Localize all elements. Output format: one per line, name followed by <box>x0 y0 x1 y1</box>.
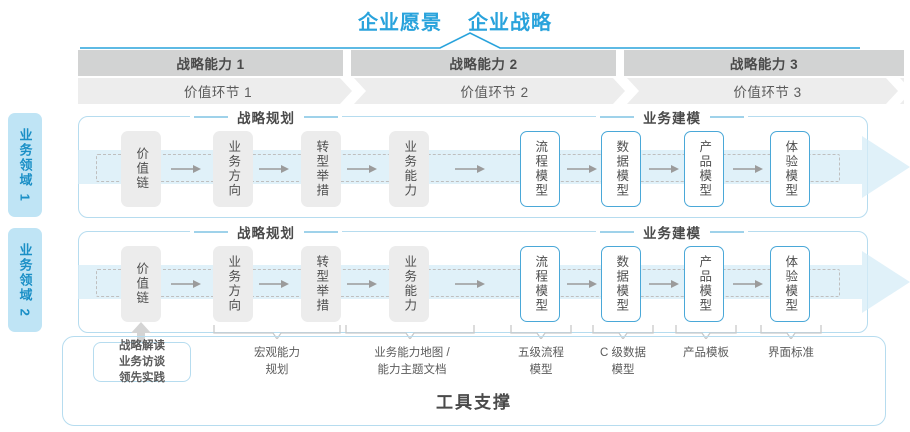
title-enterprise-vision: 企业愿景 <box>358 12 442 34</box>
sidebar-item-domain-1[interactable]: 业务领域 1 <box>8 113 42 217</box>
node-product-model-r2[interactable]: 产品模型 <box>684 246 724 322</box>
section-label: 业务建模 <box>643 226 701 241</box>
node-transform-measures-r2[interactable]: 转型举措 <box>301 246 341 322</box>
node-data-model-r2[interactable]: 数据模型 <box>601 246 641 322</box>
value-chain-bar: 价值环节 1 价值环节 2 价值环节 3 <box>78 78 910 104</box>
bracket-macro-capability <box>213 325 341 339</box>
section-label: 战略规划 <box>237 111 295 126</box>
tool-label-line-1: 五级流程 <box>518 347 564 359</box>
divider-line-right <box>304 116 338 118</box>
arrow-icon-r1-4 <box>455 165 485 173</box>
tool-label-line-2: 规划 <box>265 363 289 376</box>
tool-label-product-template: 产品模板 <box>665 345 747 362</box>
tool-line-3: 领先实践 <box>119 372 165 385</box>
sidebar-item-domain-2[interactable]: 业务领域 2 <box>8 228 42 332</box>
tool-line-1: 战略解读 <box>119 339 165 352</box>
strategic-capability-bar: 战略能力 1 战略能力 2 战略能力 3 <box>78 50 904 76</box>
node-value-chain-r1[interactable]: 价值链 <box>121 131 161 207</box>
node-process-model-r1[interactable]: 流程模型 <box>520 131 560 207</box>
value-chain-chevron-2 <box>613 78 639 104</box>
node-value-chain-r2[interactable]: 价值链 <box>121 246 161 322</box>
footer-title-tool-support: 工具支撑 <box>436 393 512 412</box>
arrow-icon-r2-5 <box>567 280 597 288</box>
arrow-icon-r1-6 <box>649 165 679 173</box>
node-process-model-r2[interactable]: 流程模型 <box>520 246 560 322</box>
up-arrow-icon-strategy-input <box>131 322 151 344</box>
section-label: 战略规划 <box>237 226 295 241</box>
divider-line-left <box>600 231 634 233</box>
tool-label-line-1: 界面标准 <box>768 347 814 359</box>
node-business-direction-r2[interactable]: 业务方向 <box>213 246 253 322</box>
tool-label-line-2: 模型 <box>529 363 553 376</box>
node-business-capability-r2[interactable]: 业务能力 <box>389 246 429 322</box>
divider-line-left <box>600 116 634 118</box>
node-product-model-r1[interactable]: 产品模型 <box>684 131 724 207</box>
arrow-icon-r2-7 <box>733 280 763 288</box>
tool-label-line-1: 业务能力地图 / <box>374 347 450 359</box>
section-label: 业务建模 <box>643 111 701 126</box>
arrow-icon-r1-2 <box>259 165 289 173</box>
tool-label-line-2: 能力主题文档 <box>377 363 447 376</box>
tool-box-strategy-interpretation[interactable]: 战略解读 业务访谈 领先实践 <box>93 340 191 384</box>
divider-line-left <box>194 116 228 118</box>
tool-label-line-1: 产品模板 <box>683 347 729 359</box>
capability-segment-1[interactable]: 战略能力 1 <box>78 50 343 76</box>
bracket-process-model <box>510 325 572 339</box>
title-enterprise-strategy: 企业战略 <box>468 12 552 34</box>
node-transform-measures-r1[interactable]: 转型举措 <box>301 131 341 207</box>
row-1-section-planning: 战略规划 <box>190 109 342 126</box>
tool-line-2: 业务访谈 <box>119 355 165 368</box>
tool-label-capability-map: 业务能力地图 / 能力主题文档 <box>350 345 474 378</box>
bracket-capability-map <box>345 325 475 339</box>
value-chain-segment-3[interactable]: 价值环节 3 <box>631 78 904 104</box>
value-chain-segment-2[interactable]: 价值环节 2 <box>358 78 631 104</box>
tool-label-macro-capability: 宏观能力 规划 <box>217 345 337 378</box>
arrow-icon-r1-5 <box>567 165 597 173</box>
capability-segment-2[interactable]: 战略能力 2 <box>351 50 616 76</box>
row-1-section-modeling: 业务建模 <box>596 109 748 126</box>
divider-line-right <box>710 231 744 233</box>
row-1-dashed-band <box>96 154 840 182</box>
arrow-icon-r2-4 <box>455 280 485 288</box>
tool-label-line-2: 模型 <box>611 363 635 376</box>
arrow-icon-r2-2 <box>259 280 289 288</box>
row-2-section-modeling: 业务建模 <box>596 224 748 241</box>
tool-label-five-level-process: 五级流程 模型 <box>500 345 582 378</box>
value-chain-chevron-1 <box>340 78 366 104</box>
tool-support-panel <box>62 336 886 426</box>
node-business-capability-r1[interactable]: 业务能力 <box>389 131 429 207</box>
diagram-title: 企业愿景 企业战略 <box>0 6 910 35</box>
arrow-icon-r1-3 <box>347 165 377 173</box>
tool-label-line-1: 宏观能力 <box>254 347 300 359</box>
capability-segment-3[interactable]: 战略能力 3 <box>624 50 904 76</box>
arrow-icon-r2-1 <box>171 280 201 288</box>
tool-label-line-1: C 级数据 <box>600 347 646 359</box>
tool-label-ui-standard: 界面标准 <box>750 345 832 362</box>
title-connector-line <box>80 32 860 49</box>
value-chain-segment-1[interactable]: 价值环节 1 <box>78 78 358 104</box>
tool-label-c-level-data: C 级数据 模型 <box>582 345 664 378</box>
tool-box-lines: 战略解读 业务访谈 领先实践 <box>119 338 165 386</box>
node-data-model-r1[interactable]: 数据模型 <box>601 131 641 207</box>
row-2-section-planning: 战略规划 <box>190 224 342 241</box>
arrow-icon-r1-1 <box>171 165 201 173</box>
bracket-data-model <box>592 325 654 339</box>
arrow-icon-r2-3 <box>347 280 377 288</box>
divider-line-left <box>194 231 228 233</box>
arrow-icon-r2-6 <box>649 280 679 288</box>
divider-line-right <box>304 231 338 233</box>
row-2-dashed-band <box>96 269 840 297</box>
divider-line-right <box>710 116 744 118</box>
bracket-ui-standard <box>760 325 822 339</box>
node-experience-model-r1[interactable]: 体验模型 <box>770 131 810 207</box>
node-experience-model-r2[interactable]: 体验模型 <box>770 246 810 322</box>
value-chain-chevron-3 <box>886 78 910 104</box>
bracket-product-template <box>675 325 737 339</box>
node-business-direction-r1[interactable]: 业务方向 <box>213 131 253 207</box>
arrow-icon-r1-7 <box>733 165 763 173</box>
